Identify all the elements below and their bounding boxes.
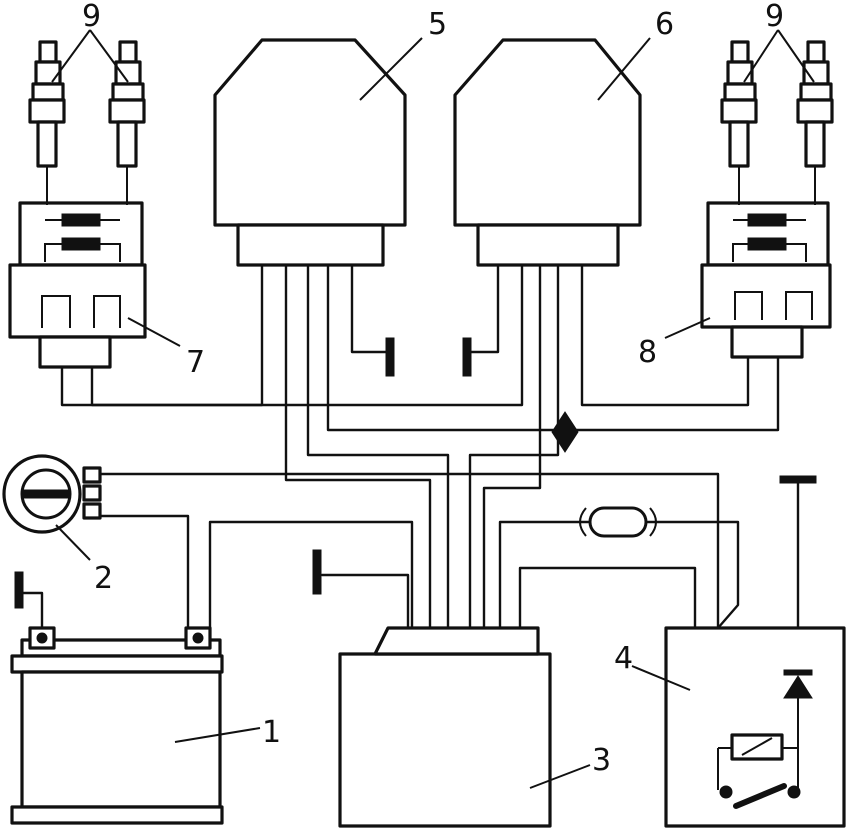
label-sensor: 2 <box>94 561 113 596</box>
unit-6 <box>453 38 642 267</box>
unit-5 <box>213 38 407 267</box>
plug-connector <box>579 506 657 538</box>
label-unit-6: 6 <box>655 7 674 42</box>
label-spark-plugs-left: 9 <box>82 0 101 34</box>
label-unit-5: 5 <box>428 7 447 42</box>
label-coil-right: 8 <box>638 335 657 370</box>
label-control-unit: 3 <box>592 743 611 778</box>
label-coil-left: 7 <box>186 345 205 380</box>
battery <box>10 626 224 825</box>
ignition-coil-right <box>700 201 832 359</box>
junction-connector <box>551 411 579 453</box>
label-spark-plugs-right: 9 <box>765 0 784 34</box>
sensor <box>2 454 102 534</box>
label-battery: 1 <box>262 715 281 750</box>
control-unit <box>338 626 552 828</box>
label-relay-box: 4 <box>614 641 633 676</box>
relay-box <box>664 626 846 828</box>
leader-lines <box>55 37 711 789</box>
ignition-coil-left <box>8 201 147 369</box>
ground-symbols <box>14 337 817 609</box>
spark-plugs-right <box>720 29 834 205</box>
spark-plugs-left <box>28 29 146 205</box>
